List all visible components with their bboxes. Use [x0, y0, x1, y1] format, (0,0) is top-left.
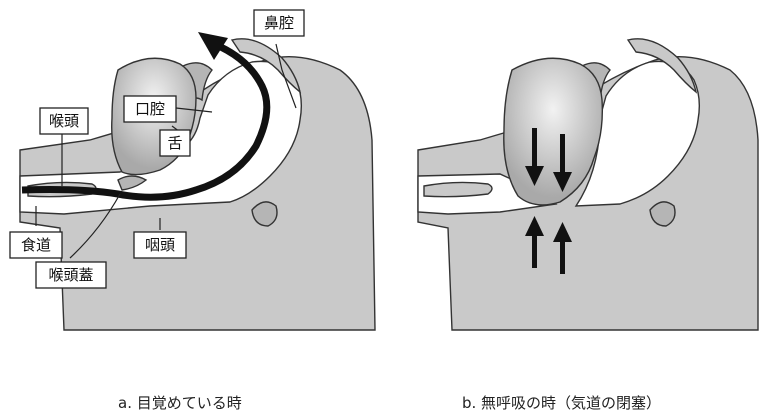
caption-apnea: b. 無呼吸の時（気道の閉塞） [462, 394, 661, 412]
panel-apnea: b. 無呼吸の時（気道の閉塞） [418, 39, 758, 412]
svg-text:鼻腔: 鼻腔 [264, 14, 294, 32]
panel-awake: 鼻腔 喉頭 口腔 舌 食道 咽頭 喉頭蓋 a. 目覚めている時 [10, 10, 375, 412]
label-larynx: 喉頭 [40, 108, 88, 134]
label-pharynx: 咽頭 [134, 232, 186, 258]
label-esophagus: 食道 [10, 232, 62, 258]
caption-awake: a. 目覚めている時 [118, 394, 242, 412]
label-oral-cavity: 口腔 [124, 96, 176, 122]
svg-text:喉頭: 喉頭 [49, 112, 79, 130]
label-tongue: 舌 [160, 130, 190, 156]
svg-text:口腔: 口腔 [135, 100, 165, 118]
svg-text:喉頭蓋: 喉頭蓋 [48, 266, 93, 284]
svg-text:食道: 食道 [21, 236, 51, 254]
svg-text:咽頭: 咽頭 [145, 236, 175, 254]
svg-text:舌: 舌 [167, 134, 182, 152]
label-nasal-cavity: 鼻腔 [254, 10, 304, 36]
label-epiglottis: 喉頭蓋 [36, 262, 106, 288]
esophagus-shape-b [424, 182, 492, 196]
